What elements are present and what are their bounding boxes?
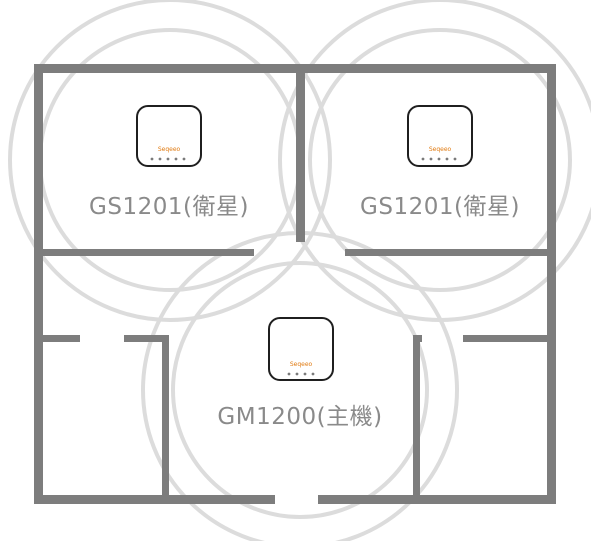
mesh-router-icon <box>407 105 473 167</box>
mesh-router-icon <box>268 317 334 381</box>
device-brand: Seqeeo <box>158 146 181 153</box>
wall-bottom-right <box>318 495 556 504</box>
coverage-ring-left-outer <box>8 0 332 322</box>
mesh-router-icon <box>136 105 202 167</box>
wall-bottom-left <box>34 495 275 504</box>
wall-lower-left-top-b <box>124 335 169 342</box>
node-label-main: GM1200(主機) <box>217 404 382 430</box>
coverage-ring-main-inner <box>171 261 429 519</box>
led-icon <box>150 157 154 161</box>
wall-mid-left <box>34 249 254 256</box>
led-icon <box>421 157 425 161</box>
led-icon <box>166 157 170 161</box>
led-row <box>421 157 457 161</box>
led-icon <box>158 157 162 161</box>
led-icon <box>174 157 178 161</box>
wall-right <box>547 64 556 504</box>
led-icon <box>311 372 315 376</box>
led-row <box>287 372 315 376</box>
led-icon <box>295 372 299 376</box>
node-label-satellite-right: GS1201(衛星) <box>360 194 520 220</box>
led-row <box>150 157 186 161</box>
device-satellite-left: Seqeeo <box>136 105 202 167</box>
device-brand: Seqeeo <box>290 361 313 368</box>
wall-lower-right-top-b <box>463 335 556 342</box>
wall-lower-left-top-a <box>34 335 80 342</box>
wall-top <box>34 64 556 73</box>
led-icon <box>429 157 433 161</box>
led-icon <box>182 157 186 161</box>
coverage-ring-right-inner <box>308 28 572 292</box>
wall-mid-right <box>345 249 556 256</box>
led-icon <box>453 157 457 161</box>
wall-center-vertical <box>296 64 305 242</box>
led-icon <box>437 157 441 161</box>
led-icon <box>287 372 291 376</box>
device-main: Seqeeo <box>268 317 334 381</box>
wall-left <box>34 64 43 504</box>
led-icon <box>303 372 307 376</box>
led-icon <box>445 157 449 161</box>
device-satellite-right: Seqeeo <box>407 105 473 167</box>
wall-lower-left-divider <box>162 335 169 500</box>
wall-lower-right-divider <box>413 335 420 500</box>
coverage-ring-main-outer <box>141 231 459 541</box>
node-label-satellite-left: GS1201(衛星) <box>89 194 249 220</box>
floorplan-walls <box>34 64 556 504</box>
device-brand: Seqeeo <box>429 146 452 153</box>
